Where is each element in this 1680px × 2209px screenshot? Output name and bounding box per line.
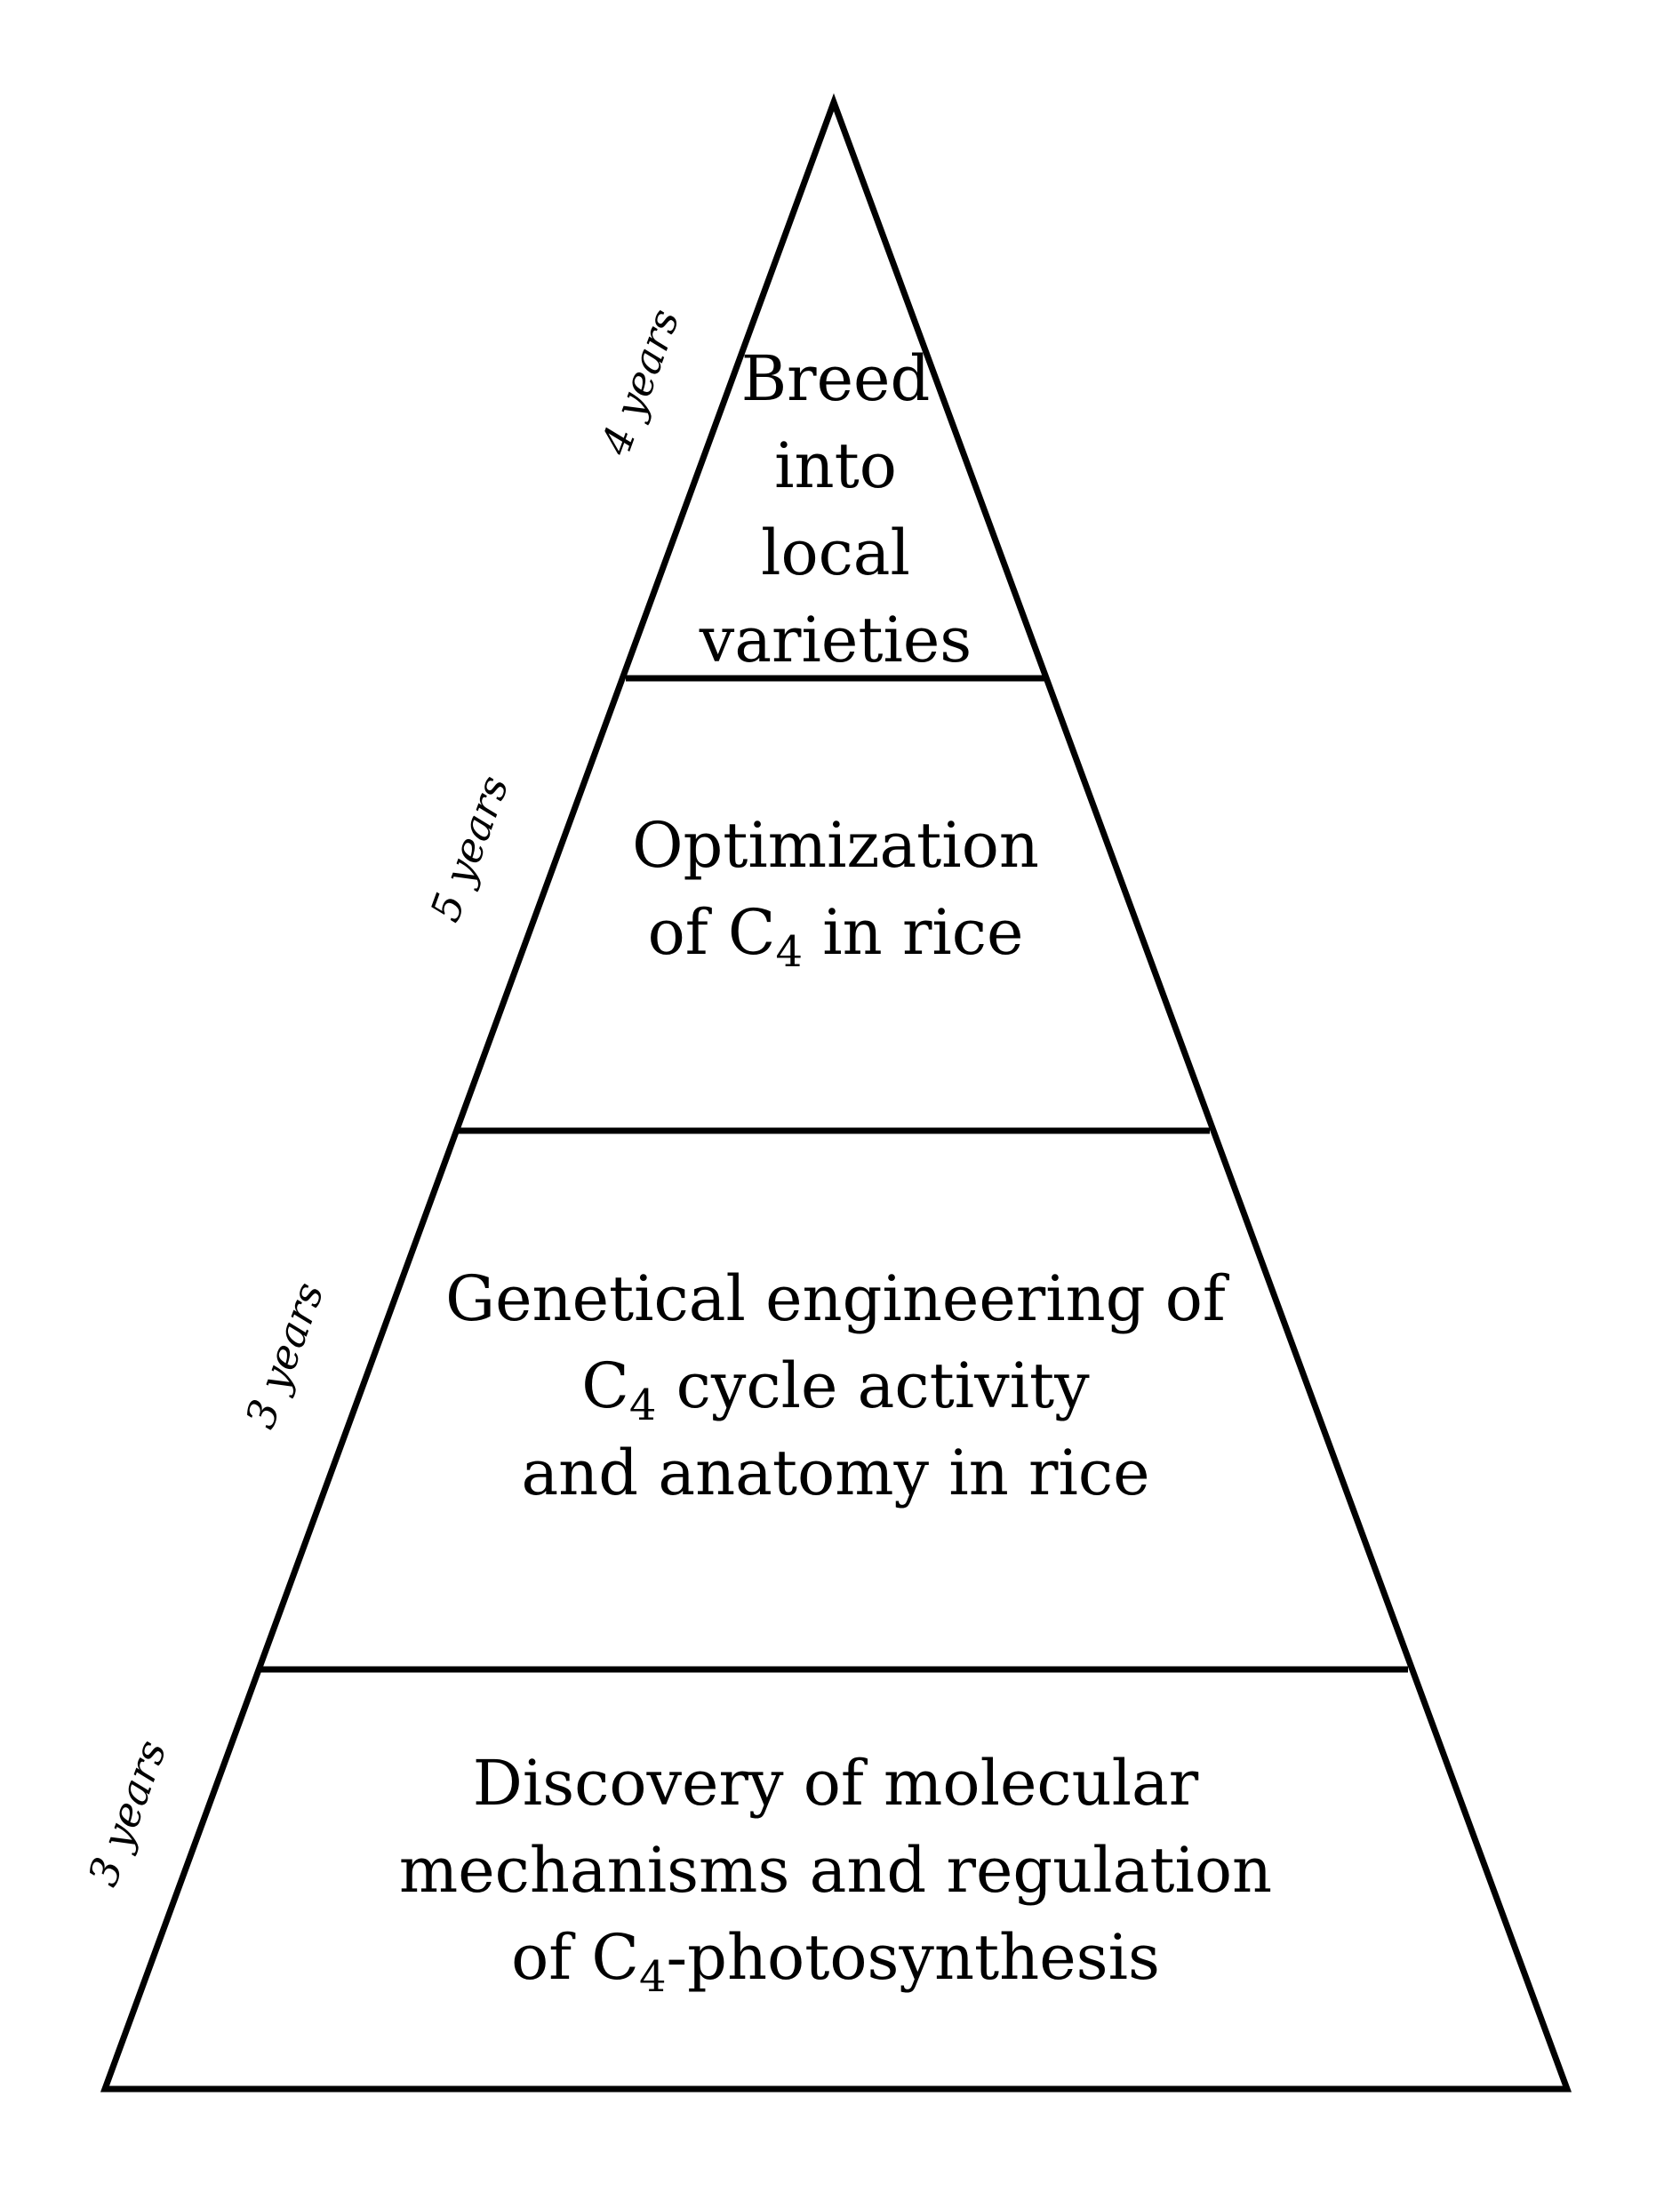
tier-text-line: of C4 in rice <box>648 896 1024 977</box>
tier-text-line: Discovery of molecular <box>473 1747 1199 1820</box>
tier-text-line: C4 cycle activity <box>581 1349 1090 1430</box>
tier-breed-local-varieties: Breed into local varieties <box>699 342 972 676</box>
duration-label-top: 4 years <box>591 302 689 461</box>
subscript: 4 <box>775 927 803 977</box>
tier-text-line: Genetical engineering of <box>445 1262 1230 1335</box>
tier-text-line: and anatomy in rice <box>521 1437 1149 1509</box>
tier-text-line: mechanisms and regulation <box>399 1834 1272 1907</box>
subscript: 4 <box>629 1381 657 1430</box>
tier-discovery: Discovery of molecular mechanisms and reg… <box>399 1747 1272 2002</box>
duration-label-second: 5 years <box>420 769 517 927</box>
pyramid-outline <box>100 92 1572 2093</box>
tier-genetic-engineering: Genetical engineering of C4 cycle activit… <box>445 1262 1230 1509</box>
tier-text-line: into <box>774 429 897 502</box>
tier-text-line: local <box>761 516 910 589</box>
tier-text-line: Optimization <box>632 809 1039 882</box>
duration-label-third: 3 years <box>236 1276 332 1434</box>
tier-text-line: Breed <box>741 342 931 415</box>
tier-text-line: of C4-photosynthesis <box>511 1921 1160 2002</box>
subscript: 4 <box>639 1952 667 2002</box>
tier-text-line: varieties <box>699 604 972 676</box>
tier-optimization: Optimization of C4 in rice <box>632 809 1039 977</box>
duration-label-bottom: 3 years <box>78 1733 175 1892</box>
